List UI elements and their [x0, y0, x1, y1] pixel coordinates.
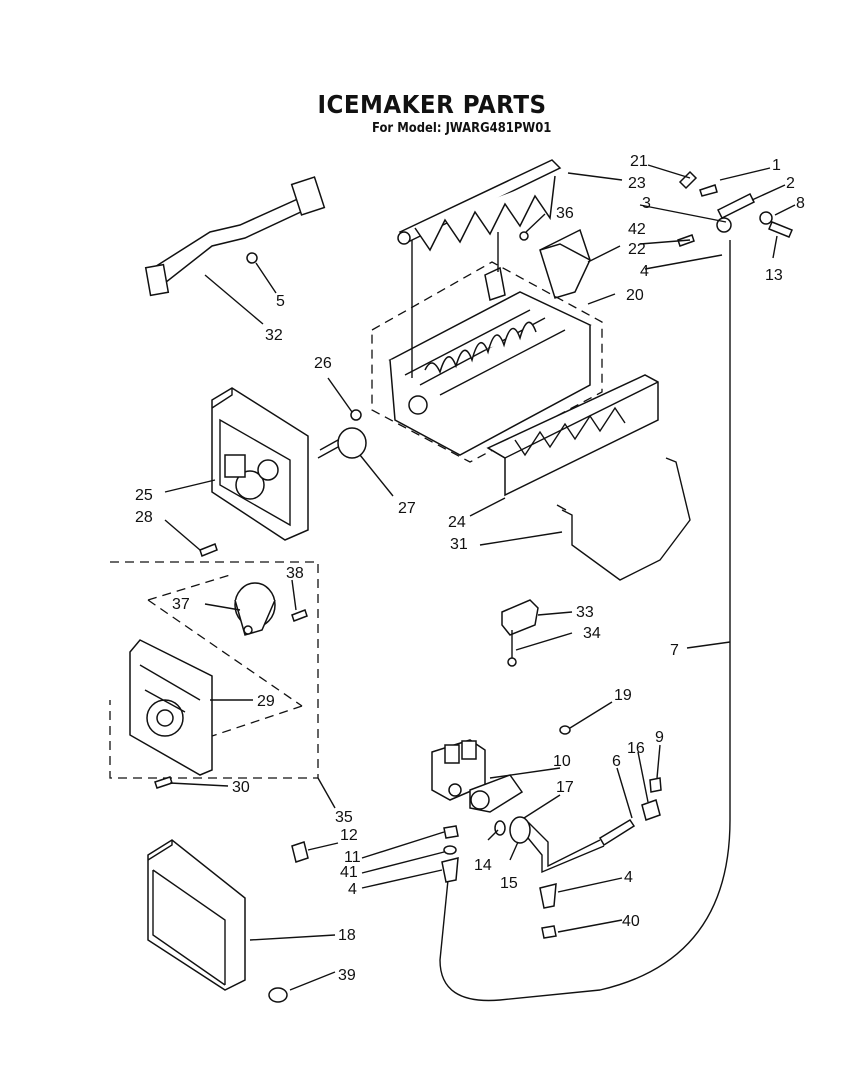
callout-38: 38: [286, 565, 304, 582]
callout-25: 25: [135, 487, 153, 504]
callout-40: 40: [622, 913, 640, 930]
screw-9-part: [649, 777, 662, 793]
screw-28-part: [199, 543, 218, 557]
water-valve-part: [431, 739, 524, 813]
callout-8: 8: [796, 195, 805, 212]
callout-7: 7: [670, 642, 679, 659]
tube-6-part: [598, 818, 636, 847]
washer-41-part: [443, 845, 457, 855]
callout-6: 6: [612, 753, 621, 770]
callout-27: 27: [398, 500, 416, 517]
ice-stripper-part: [397, 159, 562, 252]
callout-26: 26: [314, 355, 332, 372]
screw-26-part: [350, 409, 362, 421]
callout-42: 42: [628, 221, 646, 238]
callout-22: 22: [628, 241, 646, 258]
screw-30-part: [154, 776, 173, 789]
callout-14: 14: [474, 857, 492, 874]
callout-4-left: 4: [348, 881, 357, 898]
leader-lines: [164, 164, 796, 991]
callout-34: 34: [583, 625, 601, 642]
callout-4-top: 4: [640, 263, 649, 280]
callout-labels: 1 2 8 21 23 3 36 42 22 13 4 20 5 32 26 2…: [135, 153, 805, 984]
screw-19-part: [559, 725, 571, 735]
clamp-16-part: [641, 799, 661, 821]
fill-cup-part: [539, 228, 591, 299]
washer-14-part: [494, 820, 506, 836]
callout-5: 5: [276, 293, 285, 310]
plug-39-part: [268, 987, 288, 1003]
screw-36-part: [519, 231, 529, 241]
fitting-4b-part: [539, 883, 557, 909]
cover-bar-part: [486, 374, 659, 497]
callout-30: 30: [232, 779, 250, 796]
fitting-15-part: [509, 816, 605, 874]
bracket-part: [501, 599, 539, 667]
callout-33: 33: [576, 604, 594, 621]
clip-21-part: [678, 170, 698, 190]
cover-part: [147, 839, 246, 991]
callout-28: 28: [135, 509, 153, 526]
page-title: ICEMAKER PARTS: [317, 90, 547, 119]
callout-23: 23: [628, 175, 646, 192]
callout-9: 9: [655, 729, 664, 746]
motor-part: [234, 582, 276, 636]
callout-18: 18: [338, 927, 356, 944]
callout-13: 13: [765, 267, 783, 284]
control-housing-part: [211, 387, 309, 541]
wire-nut-12-part: [291, 841, 309, 863]
icemaker-mold-part: [371, 232, 603, 463]
screw-1-part: [699, 184, 718, 197]
callout-32: 32: [265, 327, 283, 344]
callout-12: 12: [340, 827, 358, 844]
callout-4-right: 4: [624, 869, 633, 886]
tube-2-part: [716, 192, 756, 220]
callout-41: 41: [340, 864, 358, 881]
fitting-4-part: [441, 857, 459, 883]
callout-2: 2: [786, 175, 795, 192]
water-tube-part: [439, 240, 731, 1002]
callout-10: 10: [553, 753, 571, 770]
thermostat-part: [317, 427, 367, 459]
callout-36: 36: [556, 205, 574, 222]
screw-38-part: [291, 609, 308, 622]
wiring-harness-part: [144, 176, 326, 297]
nut-40-part: [541, 925, 557, 939]
callout-16: 16: [627, 740, 645, 757]
callout-11: 11: [344, 849, 361, 866]
washer-8-part: [759, 211, 773, 225]
callout-15: 15: [500, 875, 518, 892]
callout-17: 17: [556, 779, 574, 796]
callout-24: 24: [448, 514, 466, 531]
shutoff-arm-part: [556, 457, 691, 581]
model-subtitle: For Model: JWARG481PW01: [372, 120, 552, 136]
callout-29: 29: [257, 693, 275, 710]
support-plate-part: [129, 639, 213, 776]
fitting-13-part: [768, 221, 793, 238]
callout-39: 39: [338, 967, 356, 984]
callout-21: 21: [630, 153, 648, 170]
callout-20: 20: [626, 287, 644, 304]
callout-37: 37: [172, 596, 190, 613]
callout-35: 35: [335, 809, 353, 826]
callout-19: 19: [614, 687, 632, 704]
nut-11-part: [443, 825, 459, 839]
callout-3: 3: [642, 195, 651, 212]
callout-1: 1: [772, 157, 781, 174]
callout-31: 31: [450, 536, 468, 553]
